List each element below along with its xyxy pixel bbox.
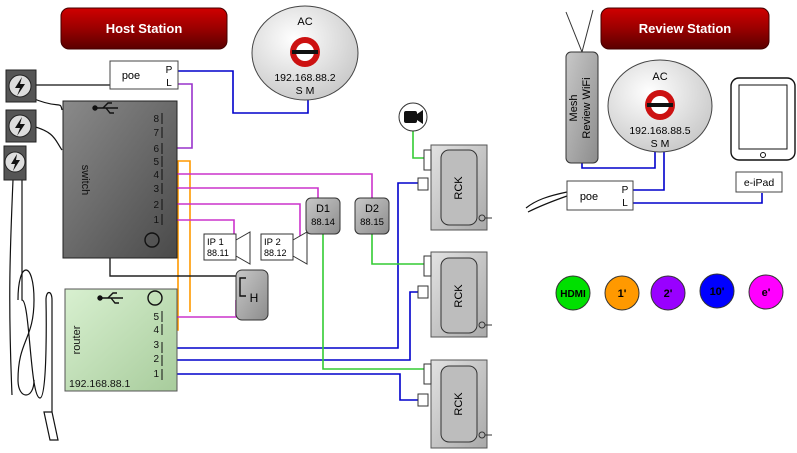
camera-lens-icon bbox=[292, 231, 308, 265]
legend-hdmi: HDMI bbox=[555, 275, 591, 311]
video-camera-icon bbox=[398, 102, 428, 132]
router-port-2: 2 bbox=[153, 354, 159, 365]
switch-port-3: 3 bbox=[153, 184, 159, 195]
power-outlet-icon bbox=[3, 145, 27, 181]
mesh-wifi-device: Mesh Review WiFi bbox=[565, 9, 599, 164]
poe-injector: poe P L bbox=[109, 60, 179, 90]
review-station-banner: Review Station bbox=[600, 7, 770, 50]
hub-device: H bbox=[235, 269, 269, 321]
ac-host-ip: 192.168.88.2 bbox=[274, 72, 335, 84]
camera-lens-icon bbox=[235, 231, 251, 265]
switch-port-1: 1 bbox=[153, 215, 159, 226]
rack-1: RCK bbox=[417, 144, 492, 231]
usb-icon bbox=[92, 102, 118, 114]
switch-label: switch bbox=[79, 165, 91, 196]
display-d2: D2 88.15 bbox=[354, 197, 390, 235]
ac-host-device: AC 192.168.88.2 S M bbox=[251, 5, 359, 101]
ip-camera-1-ip: 88.11 bbox=[207, 248, 229, 258]
poe-review-port-p: P bbox=[622, 185, 629, 196]
legend-1ft: 1' bbox=[604, 275, 640, 311]
poe-label: poe bbox=[122, 70, 140, 82]
router-port-5: 5 bbox=[153, 312, 159, 323]
switch-port-5: 5 bbox=[153, 157, 159, 168]
display-d2-ip: 88.15 bbox=[360, 217, 384, 228]
poe-review-port-l: L bbox=[622, 198, 628, 209]
review-station-title: Review Station bbox=[639, 21, 732, 36]
ac-review-logo-icon bbox=[645, 90, 675, 120]
display-d1-label: D1 bbox=[316, 203, 330, 215]
ac-review-ip: 192.168.88.5 bbox=[629, 125, 690, 137]
ipad-label: e-iPad bbox=[744, 177, 775, 189]
rack-3: RCK bbox=[417, 359, 492, 449]
switch-port-4: 4 bbox=[153, 170, 159, 181]
ac-host-label: AC bbox=[297, 16, 312, 28]
legend-1ft-label: 1' bbox=[618, 288, 627, 300]
poe-port-l: L bbox=[166, 78, 172, 89]
ip-camera-2: IP 2 88.12 bbox=[260, 231, 308, 265]
router-port-3: 3 bbox=[153, 340, 159, 351]
power-outlet-icon bbox=[5, 109, 37, 143]
display-d1: D1 88.14 bbox=[305, 197, 341, 235]
switch-device: switch 8 7 6 5 4 3 2 1 bbox=[62, 100, 178, 259]
ac-host-logo-icon bbox=[290, 37, 320, 67]
router-label: router bbox=[71, 325, 83, 354]
display-d1-ip: 88.14 bbox=[311, 217, 335, 228]
host-station-banner: Host Station bbox=[60, 7, 228, 50]
rack-2: RCK bbox=[417, 251, 492, 338]
poe-review-label: poe bbox=[580, 191, 598, 203]
power-button-icon bbox=[144, 232, 160, 248]
mesh-sub-label: Review WiFi bbox=[581, 77, 593, 138]
rack-2-label: RCK bbox=[453, 284, 465, 308]
rack-1-label: RCK bbox=[453, 176, 465, 200]
legend-hdmi-label: HDMI bbox=[560, 289, 586, 300]
poe-port-p: P bbox=[166, 65, 173, 76]
ip-camera-2-label: IP 2 bbox=[264, 237, 281, 248]
switch-port-8: 8 bbox=[153, 114, 159, 125]
switch-port-6: 6 bbox=[153, 144, 159, 155]
legend-2ft: 2' bbox=[650, 275, 686, 311]
legend-2ft-label: 2' bbox=[664, 288, 673, 300]
ac-host-ports: S M bbox=[296, 85, 315, 97]
ip-camera-2-ip: 88.12 bbox=[264, 248, 287, 258]
power-outlet-icon bbox=[5, 69, 37, 103]
usb-icon bbox=[97, 292, 123, 304]
power-plug-icon bbox=[43, 411, 59, 441]
router-device: router 192.168.88.1 5 4 3 2 1 bbox=[64, 288, 178, 392]
legend-ethernet: e' bbox=[748, 274, 784, 310]
router-port-1: 1 bbox=[153, 369, 159, 380]
ethernet-port-icon bbox=[417, 393, 429, 407]
ethernet-port-icon bbox=[417, 285, 429, 299]
ac-review-label: AC bbox=[652, 71, 667, 83]
router-ip: 192.168.88.1 bbox=[69, 378, 130, 390]
legend-ethernet-label: e' bbox=[762, 287, 771, 299]
mesh-label: Mesh bbox=[568, 95, 580, 122]
ac-review-ports: S M bbox=[651, 138, 670, 150]
power-strip bbox=[3, 69, 59, 441]
ip-camera-1-label: IP 1 bbox=[207, 237, 224, 248]
ipad-device: e-iPad bbox=[730, 77, 796, 193]
poe-review-injector: poe P L bbox=[566, 180, 634, 211]
hub-label: H bbox=[250, 291, 259, 305]
legend-10ft-label: 10' bbox=[710, 286, 725, 298]
router-port-4: 4 bbox=[153, 325, 159, 336]
display-d2-label: D2 bbox=[365, 203, 379, 215]
power-button-icon bbox=[147, 290, 163, 306]
rack-3-label: RCK bbox=[453, 392, 465, 416]
switch-port-2: 2 bbox=[153, 200, 159, 211]
switch-port-7: 7 bbox=[153, 128, 159, 139]
ethernet-port-icon bbox=[417, 177, 429, 191]
cable-legend: HDMI 1' 2' 10' e' bbox=[555, 273, 784, 311]
ac-review-device: AC 192.168.88.5 S M bbox=[607, 59, 713, 153]
ip-camera-1: IP 1 88.11 bbox=[203, 231, 251, 265]
legend-10ft: 10' bbox=[699, 273, 735, 309]
wires bbox=[9, 70, 763, 412]
host-station-title: Host Station bbox=[106, 21, 183, 36]
antenna-icon bbox=[565, 9, 594, 54]
